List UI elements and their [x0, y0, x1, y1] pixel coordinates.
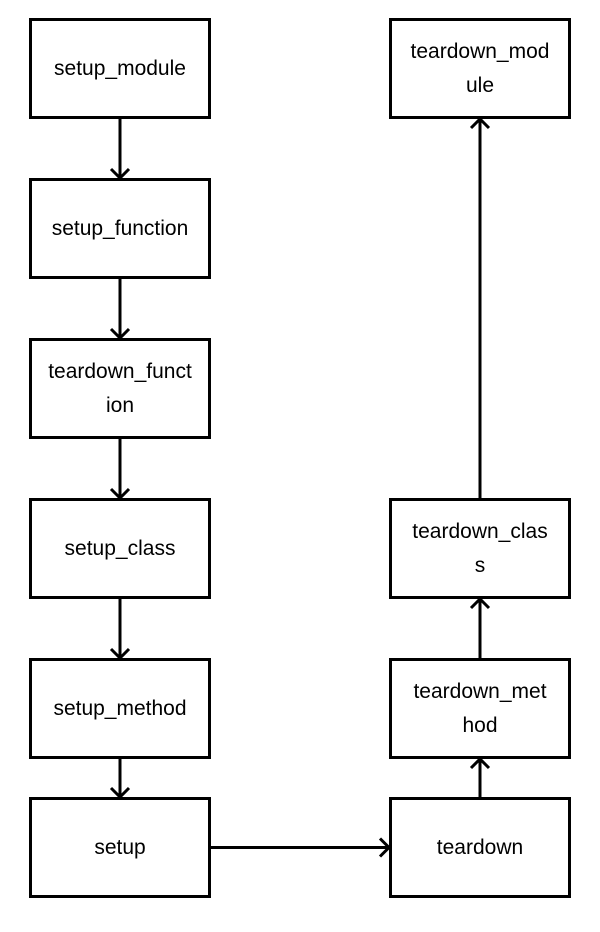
node-teardown-function: teardown_funct ion — [29, 338, 211, 439]
node-label-line: hod — [462, 713, 498, 737]
node-setup-method: setup_method — [29, 658, 211, 759]
node-label-line: ion — [105, 393, 134, 417]
node-setup: setup — [29, 797, 211, 898]
node-label-line: teardown_mod — [410, 39, 550, 63]
node-setup-class: setup_class — [29, 498, 211, 599]
node-label-line: setup_function — [51, 216, 189, 240]
node-label-line: teardown_clas — [412, 519, 548, 543]
node-setup-module: setup_module — [29, 18, 211, 119]
node-label-line: teardown — [436, 835, 524, 859]
node-teardown-method: teardown_met hod — [389, 658, 571, 759]
node-label-line: setup_class — [64, 536, 176, 560]
node-teardown-class: teardown_clas s — [389, 498, 571, 599]
node-label-line: setup_method — [53, 696, 187, 720]
node-label-line: teardown_funct — [48, 359, 192, 383]
node-label-line: ule — [465, 73, 494, 97]
node-label-line: setup_module — [54, 56, 186, 80]
node-teardown-module: teardown_mod ule — [389, 18, 571, 119]
node-label-line: s — [474, 553, 486, 577]
node-teardown: teardown — [389, 797, 571, 898]
arrowhead-icon — [469, 116, 491, 130]
node-label-line: setup — [94, 835, 146, 859]
node-label-line: teardown_met — [413, 679, 547, 703]
node-setup-function: setup_function — [29, 178, 211, 279]
arrowhead-icon — [469, 596, 491, 610]
arrowhead-icon — [469, 756, 491, 770]
